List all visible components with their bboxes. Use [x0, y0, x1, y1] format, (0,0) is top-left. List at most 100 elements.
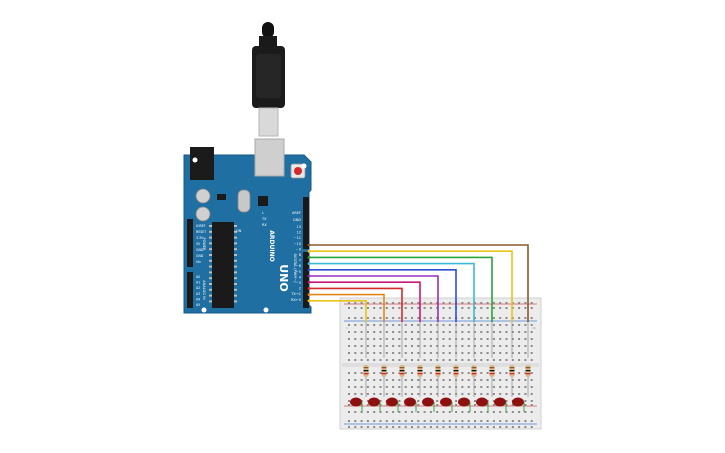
breadboard-hole[interactable]	[448, 338, 451, 340]
breadboard-hole[interactable]	[448, 379, 451, 381]
breadboard-hole[interactable]	[392, 302, 395, 304]
breadboard-hole[interactable]	[492, 420, 495, 422]
breadboard-hole[interactable]	[354, 307, 357, 309]
breadboard-hole[interactable]	[518, 302, 521, 304]
breadboard-hole[interactable]	[404, 324, 407, 326]
breadboard-hole[interactable]	[404, 307, 407, 309]
breadboard-hole[interactable]	[379, 379, 382, 381]
breadboard-hole[interactable]	[392, 426, 395, 428]
breadboard-hole[interactable]	[505, 302, 508, 304]
breadboard-hole[interactable]	[455, 404, 458, 406]
breadboard-hole[interactable]	[360, 359, 363, 361]
breadboard-hole[interactable]	[379, 307, 382, 309]
breadboard-hole[interactable]	[499, 359, 502, 361]
breadboard-hole[interactable]	[505, 317, 508, 319]
breadboard-hole[interactable]	[442, 324, 445, 326]
breadboard-hole[interactable]	[499, 338, 502, 340]
breadboard-hole[interactable]	[360, 307, 363, 309]
breadboard-hole[interactable]	[354, 345, 357, 347]
breadboard-hole[interactable]	[511, 404, 514, 406]
red-led[interactable]	[422, 397, 434, 407]
breadboard-hole[interactable]	[492, 324, 495, 326]
breadboard-hole[interactable]	[360, 379, 363, 381]
breadboard-hole[interactable]	[486, 359, 489, 361]
breadboard-hole[interactable]	[360, 324, 363, 326]
breadboard-hole[interactable]	[436, 420, 439, 422]
breadboard-hole[interactable]	[411, 386, 413, 388]
breadboard-hole[interactable]	[366, 426, 369, 428]
breadboard-hole[interactable]	[511, 393, 514, 395]
jumper-wire[interactable]	[309, 250, 513, 322]
breadboard-hole[interactable]	[429, 393, 432, 395]
breadboard-hole[interactable]	[448, 359, 451, 361]
jumper-wires[interactable]	[307, 243, 529, 322]
breadboard-hole[interactable]	[524, 331, 527, 333]
breadboard-hole[interactable]	[398, 302, 401, 304]
breadboard-hole[interactable]	[385, 302, 388, 304]
breadboard-hole[interactable]	[354, 331, 357, 333]
breadboard-hole[interactable]	[524, 404, 527, 406]
breadboard-hole[interactable]	[530, 372, 533, 374]
breadboard-hole[interactable]	[348, 420, 350, 422]
breadboard-hole[interactable]	[518, 426, 521, 428]
breadboard-hole[interactable]	[474, 352, 476, 354]
breadboard-hole[interactable]	[373, 307, 376, 309]
breadboard-hole[interactable]	[474, 338, 476, 340]
breadboard-hole[interactable]	[348, 317, 350, 319]
breadboard-hole[interactable]	[436, 345, 439, 347]
breadboard-hole[interactable]	[366, 302, 369, 304]
breadboard-hole[interactable]	[455, 400, 458, 402]
breadboard-hole[interactable]	[467, 420, 470, 422]
breadboard-hole[interactable]	[429, 386, 432, 388]
breadboard-hole[interactable]	[518, 359, 521, 361]
breadboard-hole[interactable]	[467, 379, 470, 381]
breadboard-hole[interactable]	[492, 317, 495, 319]
breadboard-hole[interactable]	[492, 400, 495, 402]
breadboard-hole[interactable]	[417, 386, 420, 388]
breadboard-hole[interactable]	[480, 307, 483, 309]
breadboard-hole[interactable]	[417, 345, 420, 347]
breadboard-hole[interactable]	[366, 317, 369, 319]
breadboard-hole[interactable]	[398, 338, 401, 340]
breadboard-hole[interactable]	[530, 426, 533, 428]
red-led[interactable]	[476, 397, 488, 407]
breadboard-hole[interactable]	[398, 404, 401, 406]
breadboard-hole[interactable]	[492, 331, 495, 333]
breadboard-hole[interactable]	[398, 393, 401, 395]
breadboard-hole[interactable]	[467, 331, 470, 333]
breadboard-hole[interactable]	[524, 317, 527, 319]
breadboard-hole[interactable]	[461, 331, 464, 333]
breadboard-hole[interactable]	[505, 359, 508, 361]
breadboard-hole[interactable]	[505, 324, 508, 326]
breadboard-hole[interactable]	[518, 317, 521, 319]
breadboard-hole[interactable]	[429, 379, 432, 381]
breadboard-hole[interactable]	[417, 331, 420, 333]
breadboard-hole[interactable]	[524, 345, 527, 347]
breadboard-hole[interactable]	[366, 379, 369, 381]
breadboard-hole[interactable]	[455, 411, 458, 413]
breadboard-hole[interactable]	[467, 324, 470, 326]
breadboard-hole[interactable]	[392, 324, 395, 326]
breadboard-hole[interactable]	[423, 338, 426, 340]
breadboard-hole[interactable]	[354, 426, 357, 428]
breadboard-hole[interactable]	[366, 404, 369, 406]
breadboard-hole[interactable]	[480, 317, 483, 319]
breadboard-hole[interactable]	[398, 400, 401, 402]
breadboard-hole[interactable]	[429, 372, 432, 374]
breadboard-hole[interactable]	[530, 393, 533, 395]
breadboard-hole[interactable]	[398, 426, 401, 428]
breadboard-hole[interactable]	[530, 345, 533, 347]
breadboard-hole[interactable]	[492, 302, 495, 304]
breadboard-hole[interactable]	[474, 324, 476, 326]
wire-end[interactable]	[307, 243, 311, 247]
breadboard-hole[interactable]	[530, 420, 533, 422]
breadboard-hole[interactable]	[486, 324, 489, 326]
breadboard-hole[interactable]	[398, 420, 401, 422]
breadboard-hole[interactable]	[379, 324, 382, 326]
breadboard-hole[interactable]	[429, 338, 432, 340]
red-led[interactable]	[404, 397, 416, 407]
breadboard-hole[interactable]	[474, 379, 476, 381]
breadboard-hole[interactable]	[417, 302, 420, 304]
breadboard-hole[interactable]	[524, 372, 527, 374]
breadboard-hole[interactable]	[379, 359, 382, 361]
